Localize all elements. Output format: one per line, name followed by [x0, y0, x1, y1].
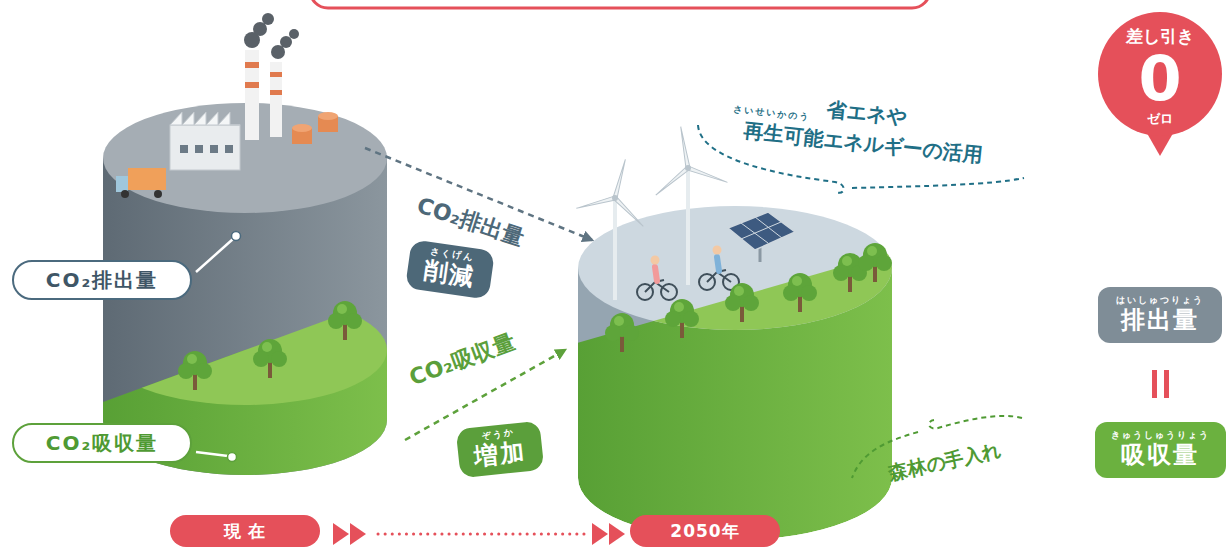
top-banner [310, 0, 930, 8]
tree [783, 273, 817, 312]
chimney [270, 62, 282, 137]
timeline-chevron [350, 523, 366, 545]
leader-dot [232, 232, 241, 241]
bubble-circle [1098, 12, 1222, 136]
node-text: 2050年 [646, 520, 764, 542]
cyclist [699, 246, 739, 291]
arrow-label: CO₂排出量 [413, 191, 527, 254]
node-text: 現 在 [186, 520, 304, 542]
future-green-face [570, 250, 900, 400]
turbine-rotor [655, 126, 729, 196]
tree [253, 339, 287, 378]
factory-wall [170, 125, 240, 170]
balance-pill: きゅうしゅうりょう吸収量 [1095, 422, 1226, 477]
cyclist [637, 256, 677, 301]
tree [665, 299, 699, 338]
factory-roof [170, 112, 240, 125]
rider-body [655, 267, 657, 281]
hub [612, 195, 618, 201]
blade [576, 196, 616, 210]
blade [614, 197, 645, 228]
panel-grid [741, 217, 782, 243]
zero-bubble: 差し引き0ゼロ [1098, 12, 1222, 164]
truck-cab [116, 176, 128, 192]
wheel [154, 190, 162, 198]
arrow-label: CO₂吸収量 [405, 327, 519, 393]
label-pill: CO₂吸収量 [12, 423, 192, 463]
timeline-pill: 2050年 [630, 515, 780, 547]
future-cylinder [570, 200, 900, 540]
future-green-top [570, 250, 900, 400]
blade [613, 159, 627, 199]
tree [858, 243, 892, 282]
smoke [289, 29, 299, 39]
node-text: 増加 [473, 438, 528, 471]
wheel [121, 190, 129, 198]
leader-line [196, 239, 233, 272]
equals-bar [1164, 370, 1169, 398]
node-text: CO₂吸収量 [32, 430, 172, 456]
smoke [262, 13, 274, 25]
chimney-band [245, 62, 259, 68]
window [180, 145, 188, 153]
tree [725, 283, 759, 322]
balance-pill: はいしゅつりょう排出量 [1098, 287, 1222, 342]
factory [116, 13, 338, 198]
chimney-band [245, 82, 259, 88]
window [225, 145, 233, 153]
hub [685, 165, 691, 171]
turbine-rotor [576, 159, 645, 228]
ruby-text: きゅうしゅうりょう [1111, 430, 1210, 442]
absorption-top [103, 295, 387, 405]
rider-head [713, 246, 722, 255]
window [195, 145, 203, 153]
timeline-dots [378, 533, 584, 536]
truck-cargo [128, 168, 166, 190]
ruby-text: はいしゅつりょう [1114, 295, 1206, 307]
node-text: ゼロ [1147, 111, 1173, 127]
action-pill: ぞうか増加 [456, 421, 545, 479]
smoke [280, 36, 292, 48]
tree [328, 301, 362, 340]
timeline-chevron [333, 523, 349, 545]
node-text: CO₂排出量 [32, 267, 172, 293]
blade [687, 166, 728, 184]
leader-dot [228, 453, 237, 462]
chimney [245, 50, 259, 140]
tree [178, 351, 212, 390]
turbine-tower [686, 170, 690, 285]
node-text: 吸収量 [1111, 442, 1210, 470]
leader-line [196, 452, 228, 456]
tree [605, 313, 639, 352]
action-pill: さくげん削減 [405, 240, 495, 300]
turbine-tower [613, 200, 617, 300]
rider-head [651, 256, 660, 265]
equals-bar [1152, 370, 1157, 398]
tank-top [318, 112, 338, 120]
node-text: 0 [1138, 46, 1181, 111]
node-text: 削減 [422, 258, 477, 293]
callout-text: 森林の手入れ [887, 437, 1004, 486]
callout-text: 省エネや 再生可能エネルギーの活用 [728, 84, 1003, 172]
node-text: 排出量 [1114, 307, 1206, 335]
timeline-pill: 現 在 [170, 515, 320, 547]
window [210, 145, 218, 153]
chimney-band [270, 90, 282, 95]
timeline-chevron [609, 523, 625, 545]
timeline-chevron [592, 523, 608, 545]
chimney-band [270, 72, 282, 77]
blade [679, 126, 690, 168]
rider-body [717, 257, 719, 271]
tank-top [292, 124, 312, 132]
node-text: 差し引き [1126, 26, 1194, 46]
label-pill: CO₂排出量 [12, 260, 192, 300]
solar-panel [728, 212, 795, 250]
blade [655, 166, 690, 196]
